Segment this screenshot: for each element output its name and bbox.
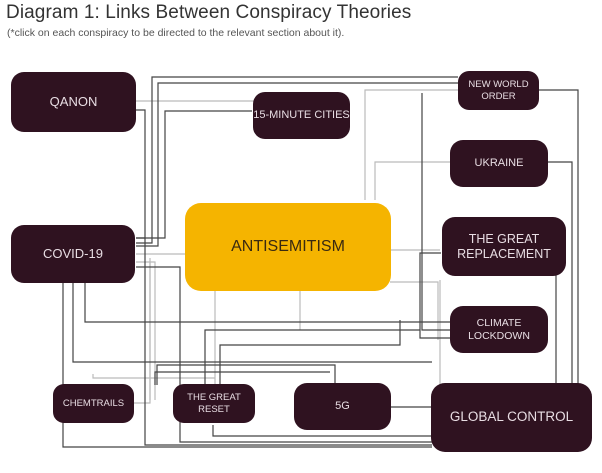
link-line (84, 283, 450, 323)
link-line (92, 374, 215, 379)
link-line (204, 329, 420, 385)
node-ukraine[interactable]: UKRAINE (450, 140, 548, 187)
node-qanon[interactable]: QANON (11, 72, 136, 132)
node-covid-19[interactable]: COVID-19 (11, 225, 135, 283)
node-5g[interactable]: 5G (294, 383, 391, 430)
link-line (136, 266, 432, 443)
link-line (72, 283, 432, 363)
link-line (154, 371, 330, 385)
link-line (374, 161, 450, 200)
link-line (62, 283, 432, 448)
link-line (134, 262, 151, 404)
link-line (530, 89, 579, 385)
link-line (156, 364, 336, 385)
node-the-great-reset[interactable]: THE GREAT RESET (173, 384, 255, 423)
link-line (212, 425, 432, 437)
link-line (144, 238, 432, 446)
link-line (390, 281, 439, 340)
node-15-minute-cities[interactable]: 15-MINUTE CITIES (253, 92, 350, 139)
diagram-title: Diagram 1: Links Between Conspiracy Theo… (6, 2, 412, 23)
link-line (136, 261, 156, 400)
node-the-great-replacement[interactable]: THE GREAT REPLACEMENT (442, 217, 566, 276)
node-antisemitism[interactable]: ANTISEMITISM (185, 203, 391, 291)
link-line (136, 109, 146, 239)
link-line (541, 161, 573, 385)
link-line (136, 110, 252, 239)
link-line (421, 93, 450, 331)
link-line (136, 82, 458, 247)
diagram-subtitle: (*click on each conspiracy to be directe… (7, 27, 345, 39)
node-global-control[interactable]: GLOBAL CONTROL (431, 383, 592, 452)
link-line (419, 252, 450, 339)
node-new-world-order[interactable]: NEW WORLD ORDER (458, 71, 539, 110)
link-line (364, 89, 458, 200)
node-chemtrails[interactable]: CHEMTRAILS (53, 384, 134, 423)
link-line (136, 76, 458, 244)
node-climate-lockdown[interactable]: CLIMATE LOCKDOWN (450, 306, 548, 353)
